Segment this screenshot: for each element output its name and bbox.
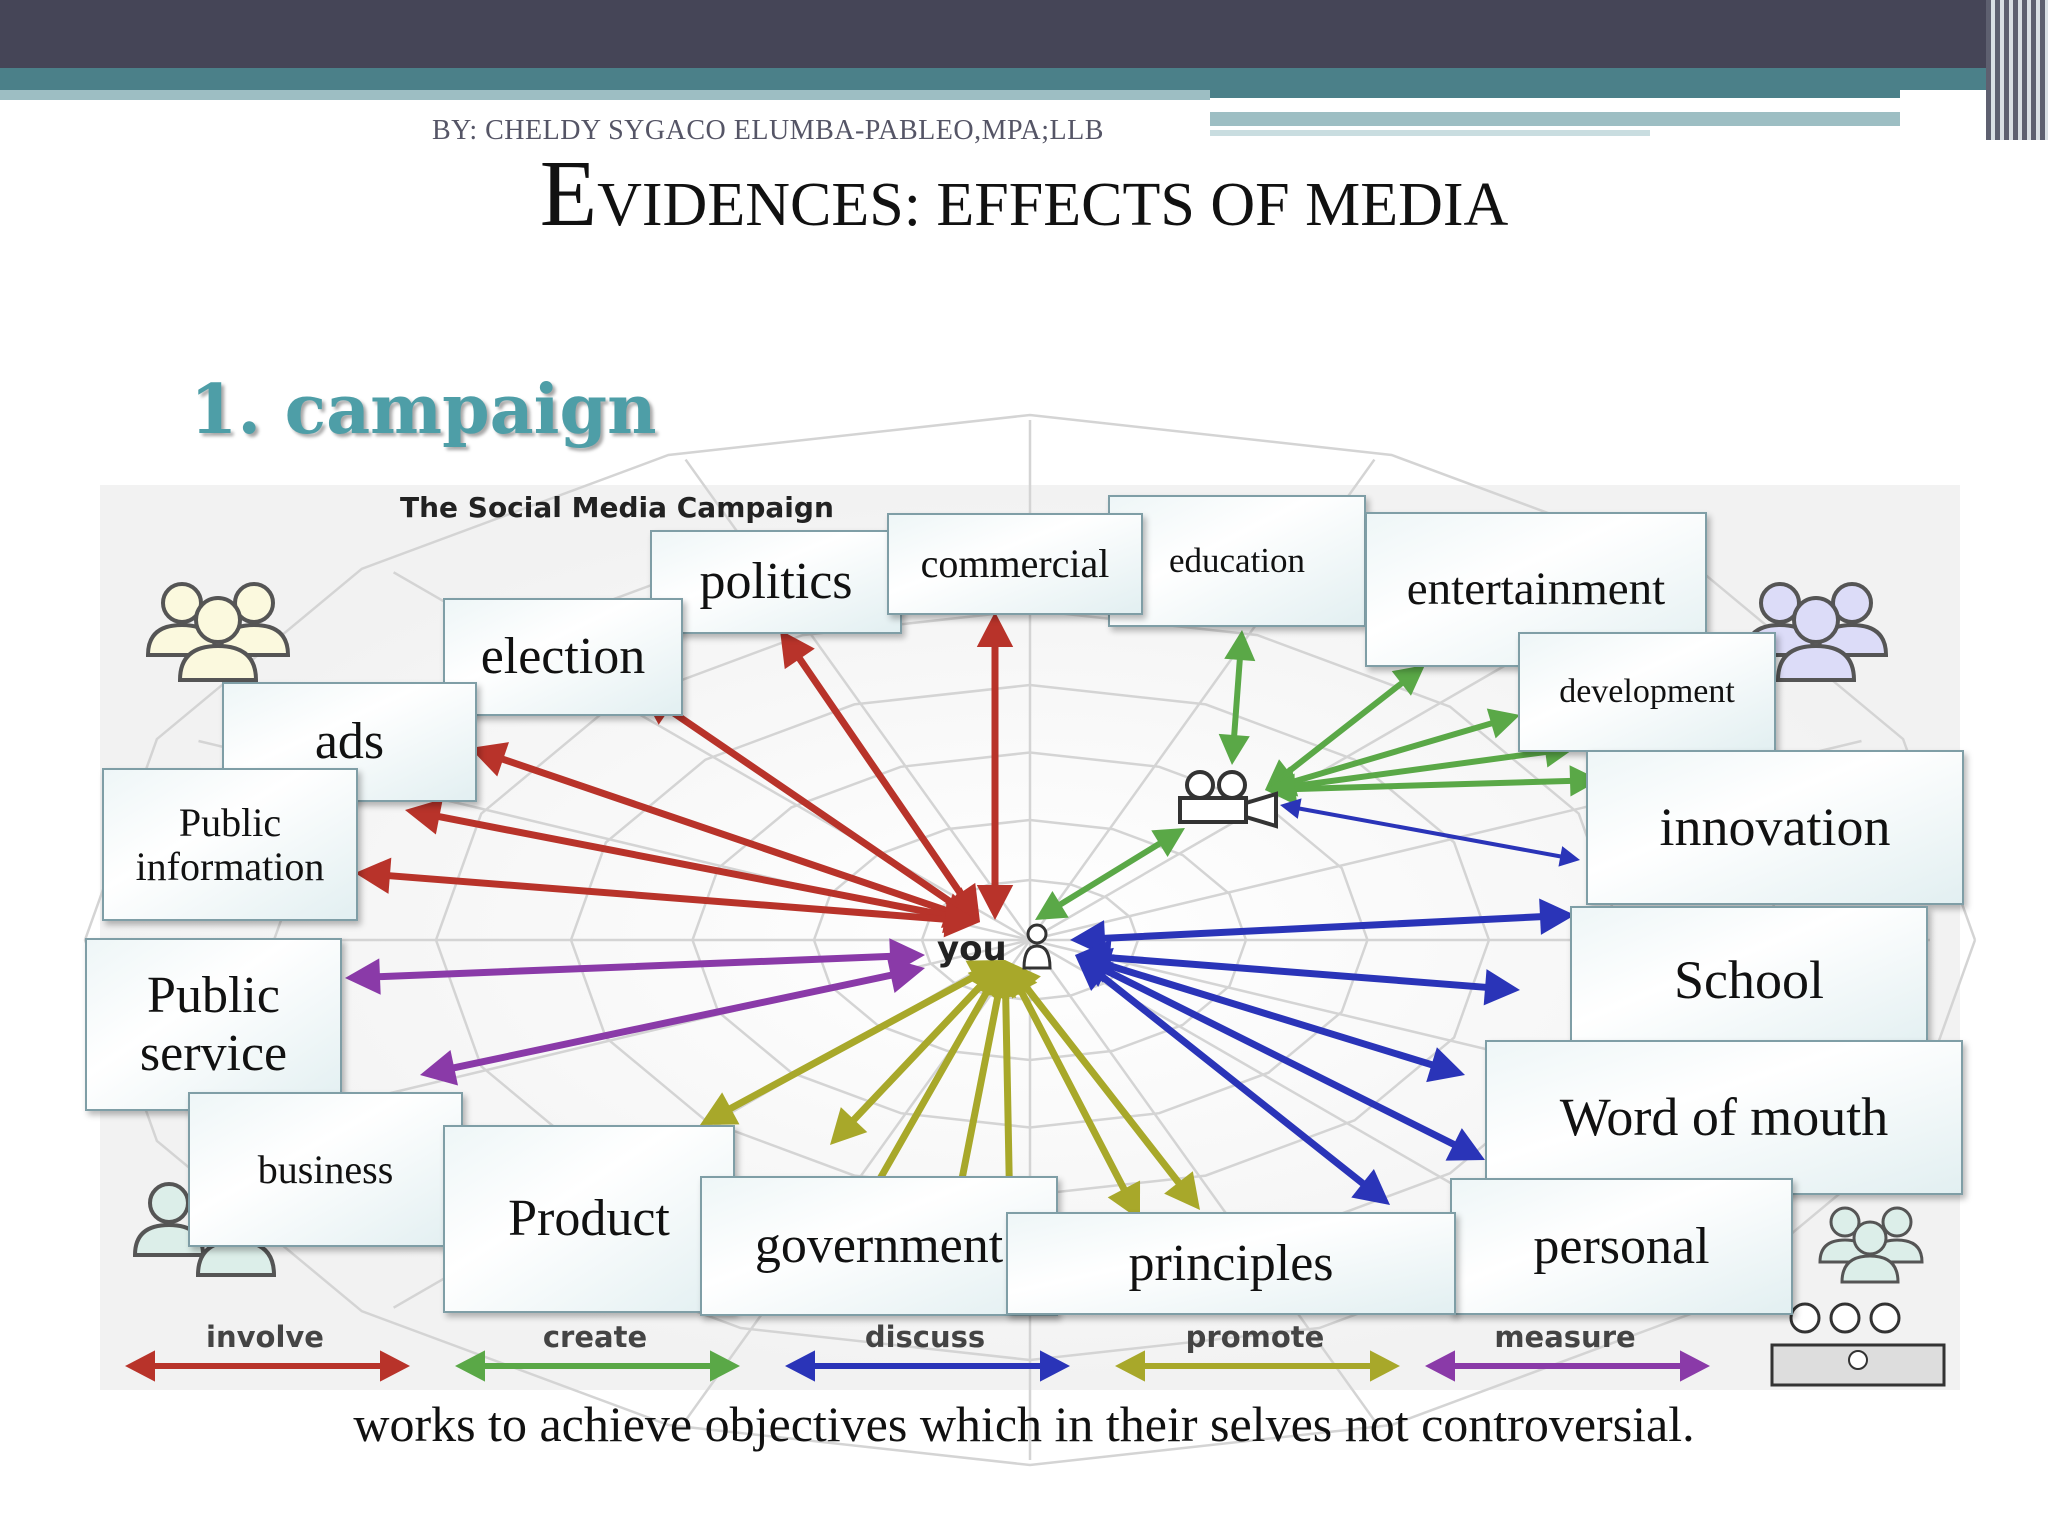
people-group-icon (1818, 1206, 1924, 1284)
arrow-promote (1005, 960, 1200, 1210)
slide-title: EVIDENCES: EFFECTS OF MEDIA (0, 140, 2048, 248)
arrow-discuss (1280, 798, 1580, 867)
legend-label-involve: involve (206, 1320, 324, 1354)
label-public-service: Public service (85, 938, 342, 1111)
label-personal: personal (1450, 1178, 1793, 1315)
center-label-you: you (937, 929, 1007, 969)
slide-title-text: VIDENCES: EFFECTS OF MEDIA (597, 171, 1509, 239)
label-public-information: Public information (102, 768, 358, 921)
label-business: business (188, 1092, 463, 1247)
arrow-involve (355, 857, 980, 938)
diagram-title: The Social Media Campaign (400, 491, 834, 524)
label-product: Product (443, 1125, 735, 1313)
you-icon: you (937, 923, 1052, 970)
label-government: government (700, 1176, 1058, 1316)
legend-label-discuss: discuss (865, 1320, 985, 1354)
legend: involve create discuss promote measure (125, 1320, 1710, 1382)
slide-caption: works to achieve objectives which in the… (353, 1396, 1695, 1452)
creative-commons-icon (1770, 1302, 1946, 1387)
header-right-strip (1210, 130, 1650, 136)
legend-arrow-promote (1115, 1350, 1400, 1382)
label-school: School (1570, 906, 1928, 1056)
people-group-icon (145, 582, 291, 682)
legend-arrow-measure (1425, 1350, 1710, 1382)
header-right-strip (1210, 112, 1900, 126)
legend-label-measure: measure (1494, 1320, 1635, 1354)
header-light-band (0, 90, 1210, 100)
arrow-create (1218, 630, 1256, 765)
arrow-involve (976, 612, 1014, 920)
section-heading: 1. campaign (190, 370, 657, 450)
slide-title-initial: E (539, 142, 598, 246)
label-innovation: innovation (1586, 750, 1964, 905)
header-band (0, 0, 2048, 68)
legend-label-promote: promote (1186, 1320, 1325, 1354)
video-camera-icon (1178, 770, 1278, 829)
legend-arrow-create (455, 1350, 740, 1382)
header-stripe-decoration (1986, 0, 2048, 140)
label-principles: principles (1006, 1212, 1456, 1315)
legend-label-create: create (543, 1320, 647, 1354)
label-election: election (443, 598, 683, 716)
label-commercial: commercial (887, 513, 1143, 615)
label-development: development (1518, 632, 1776, 752)
label-education: education (1108, 495, 1366, 627)
label-word-of-mouth: Word of mouth (1485, 1040, 1963, 1195)
label-politics: politics (650, 530, 902, 634)
legend-arrow-discuss (785, 1350, 1070, 1382)
arrow-create (1265, 765, 1600, 805)
arrow-measure (420, 957, 925, 1086)
header-accent-band (0, 68, 2048, 90)
arrow-create (1035, 828, 1185, 920)
header-right-strip (1210, 90, 1900, 98)
legend-arrow-involve (125, 1350, 410, 1382)
author-line: BY: CHELDY SYGACO ELUMBA-PABLEO,MPA;LLB (432, 115, 1104, 146)
arrow-discuss (1075, 955, 1390, 1205)
